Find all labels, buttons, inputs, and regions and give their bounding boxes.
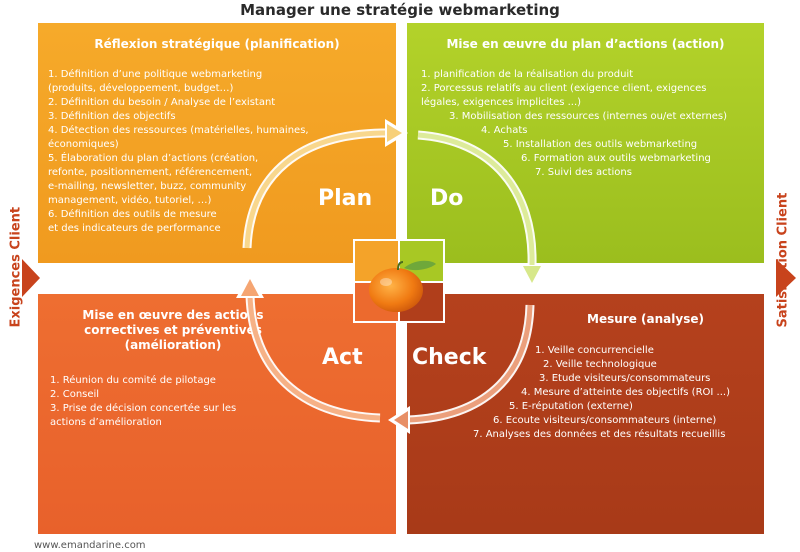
list-item: actions d’amélioration	[50, 417, 162, 428]
list-item: 6. Ecoute visiteurs/consommateurs (inter…	[493, 415, 717, 426]
list-item: 5. Installation des outils webmarketing	[503, 139, 698, 150]
list-item: 3. Définition des objectifs	[48, 111, 176, 122]
check-quadrant: Mesure (analyse) 1. Veille concurrenciel…	[407, 294, 764, 534]
list-item: 3. Mobilisation des ressources (internes…	[449, 111, 728, 122]
cycle-label-plan: Plan	[318, 186, 373, 211]
plan-list: 1. Définition d’une politique webmarketi…	[48, 68, 309, 236]
act-list: 1. Réunion du comité de pilotage 2. Cons…	[50, 374, 236, 430]
list-item: refonte, positionnement, référencement,	[48, 167, 253, 178]
right-arrow-icon	[776, 259, 796, 297]
list-item: légales, exigences implicites ...)	[421, 97, 582, 108]
list-item: management, vidéo, tutoriel, …)	[48, 195, 212, 206]
list-item: 1. Définition d’une politique webmarketi…	[48, 69, 263, 80]
list-item: 1. planification de la réalisation du pr…	[421, 69, 634, 80]
list-item: 2. Définition du besoin / Analyse de l’e…	[48, 97, 276, 108]
plan-title: Réflexion stratégique (planification)	[94, 37, 340, 51]
list-item: 7. Suivi des actions	[535, 167, 632, 178]
list-item: e-mailing, newsletter, buzz, community	[48, 181, 247, 192]
check-list: 1. Veille concurrencielle 2. Veille tech…	[453, 344, 730, 442]
cycle-label-check: Check	[412, 345, 487, 370]
list-item: économiques)	[48, 139, 119, 150]
list-item: 1. Veille concurrencielle	[535, 345, 654, 356]
act-title: Mise en œuvre des actions correctives et…	[38, 308, 308, 353]
act-title-line: Mise en œuvre des actions	[82, 308, 264, 322]
do-list: 1. planification de la réalisation du pr…	[421, 68, 727, 180]
list-item: 6. Définition des outils de mesure	[48, 209, 217, 220]
list-item: 5. Élaboration du plan d’actions (créati…	[48, 153, 259, 164]
list-item: 2. Conseil	[50, 389, 100, 400]
act-title-line: correctives et préventives	[84, 323, 262, 337]
mandarine-icon	[353, 239, 445, 323]
left-arrow-icon	[22, 259, 40, 297]
list-item: 2. Porcessus relatifs au client (exigenc…	[421, 83, 707, 94]
list-item: 4. Mesure d’atteinte des objectifs (ROI …	[521, 387, 730, 398]
list-item: 1. Réunion du comité de pilotage	[50, 375, 216, 386]
list-item: 3. Etude visiteurs/consommateurs	[539, 373, 711, 384]
act-title-line: (amélioration)	[124, 338, 222, 352]
list-item: 7. Analyses des données et des résultats…	[473, 429, 726, 440]
list-item: 5. E-réputation (externe)	[509, 401, 633, 412]
cycle-label-act: Act	[322, 345, 363, 370]
list-item: 6. Formation aux outils webmarketing	[521, 153, 711, 164]
page-title: Manager une stratégie webmarketing	[240, 1, 560, 19]
list-item: (produits, développement, budget…)	[48, 83, 234, 94]
cycle-label-do: Do	[430, 186, 464, 211]
do-title: Mise en œuvre du plan d’actions (action)	[446, 37, 725, 51]
act-quadrant: Mise en œuvre des actions correctives et…	[38, 294, 396, 534]
check-title: Mesure (analyse)	[587, 312, 704, 326]
list-item: et des indicateurs de performance	[48, 223, 221, 234]
list-item: 4. Détection des ressources (matérielles…	[48, 125, 309, 136]
list-item: 3. Prise de décision concertée sur les	[50, 403, 237, 414]
footer-url: www.emandarine.com	[34, 540, 146, 551]
list-item: 4. Achats	[481, 125, 528, 136]
list-item: 2. Veille technologique	[543, 359, 657, 370]
